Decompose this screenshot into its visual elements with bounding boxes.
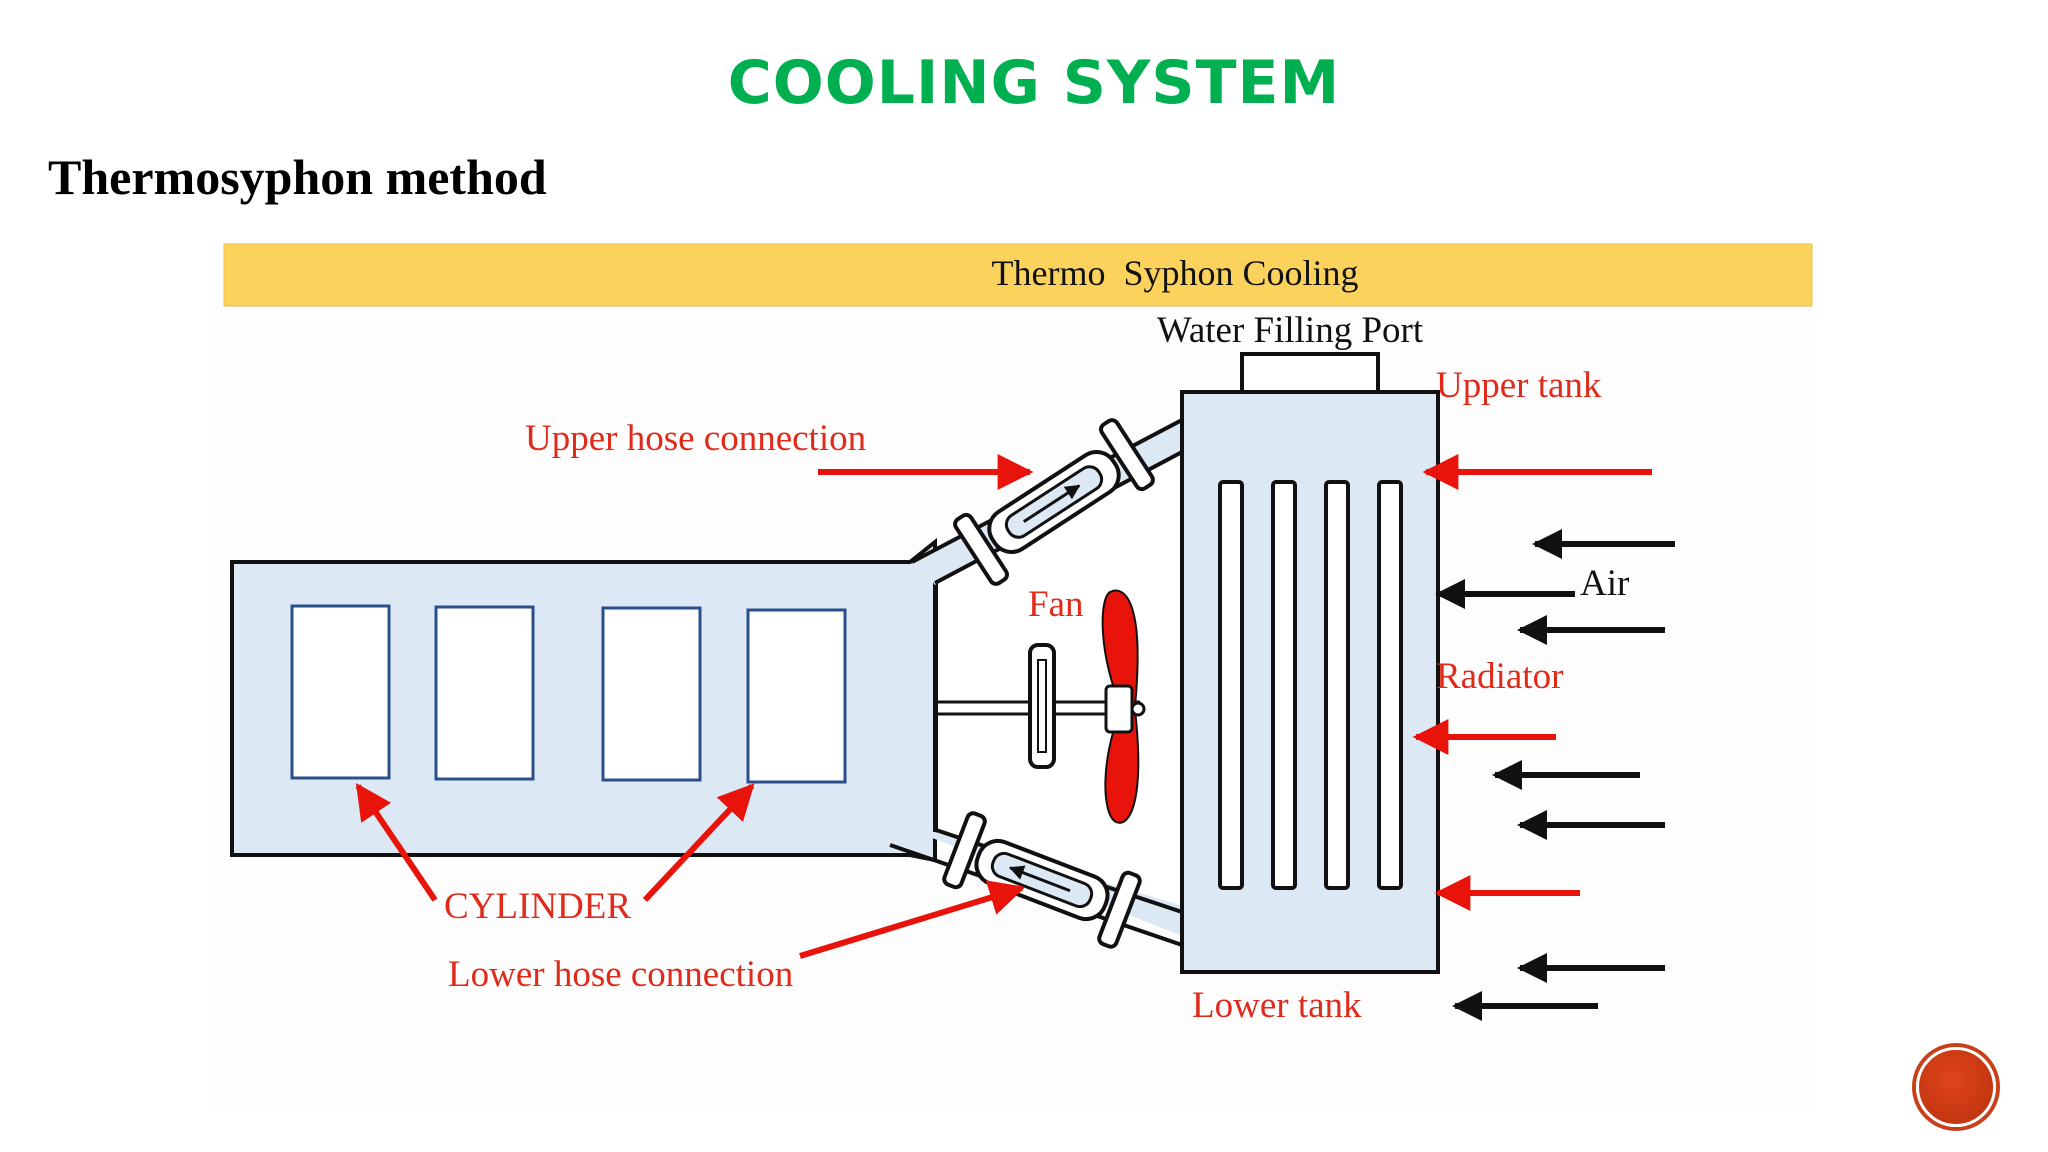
next-slide-button[interactable] [1916,1047,1996,1127]
upper-hose-pipe [911,418,1183,586]
fan-assembly [936,589,1146,824]
label-upper-hose-connection: Upper hose connection [525,418,866,459]
label-fan: Fan [1028,584,1084,625]
label-radiator: Radiator [1436,656,1563,697]
lower-hose-pipe [889,811,1183,949]
label-cylinder: CYLINDER [444,886,631,927]
label-air: Air [1580,563,1629,604]
radiator-tube [1218,480,1244,890]
cylinder-arrow-left [355,783,438,902]
fan-hub [1104,684,1134,734]
lower-hose-arrow [799,880,1026,959]
label-lower-tank: Lower tank [1192,985,1362,1026]
label-upper-tank: Upper tank [1436,365,1602,406]
diagram-header-text: Thermo Syphon Cooling [992,253,1359,293]
radiator [1180,352,1440,974]
label-lower-hose-connection: Lower hose connection [448,954,793,995]
slide-subtitle: Thermosyphon method [48,149,547,205]
radiator-tube [1377,480,1403,890]
cylinder-1 [290,604,391,780]
cylinder-arrow-right [642,783,755,903]
air-flow-arrows [1435,529,1675,1021]
label-water-filling-port: Water Filling Port [1157,310,1424,351]
radiator-tube [1271,480,1297,890]
radiator-tube [1324,480,1350,890]
fan-blade [1101,589,1139,707]
slide-title: COOLING SYSTEM [727,48,1341,118]
cylinder-3 [601,606,702,782]
diagram-header-band [223,243,1813,307]
cylinder-2 [434,605,535,781]
fan-blade [1104,709,1140,824]
water-filling-port-cap [1240,352,1380,396]
cylinder-4 [746,608,847,784]
